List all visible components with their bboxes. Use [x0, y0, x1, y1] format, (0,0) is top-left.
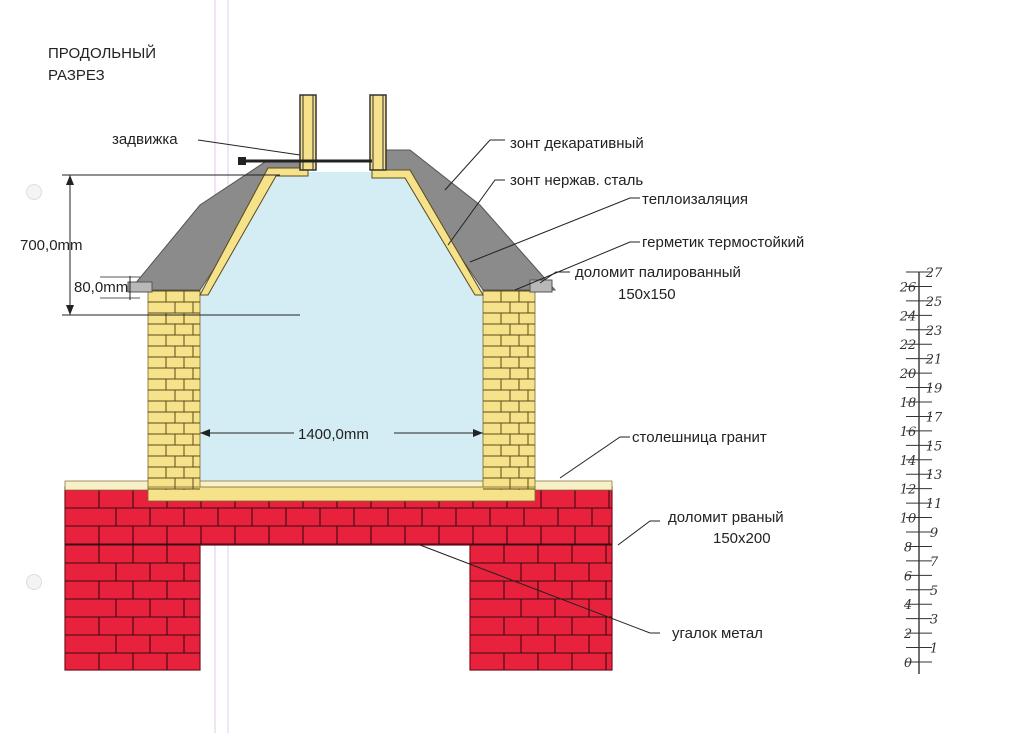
- binder-hole-bottom: [26, 574, 42, 590]
- granite-countertop-label: столешница гранит: [632, 429, 767, 446]
- height-dimension-label: 700,0mm: [20, 237, 83, 254]
- scale-number-left: 12: [900, 483, 917, 498]
- insulation-layer: [371, 169, 484, 296]
- ledge-dimension-label: 80,0mm: [74, 279, 128, 296]
- scale-number-right: 27: [925, 266, 943, 281]
- decorative-hood-label: зонт декаративный: [510, 135, 644, 152]
- scale-number-right: 11: [926, 497, 943, 512]
- yellow-brick-mortar: [148, 290, 535, 490]
- scale-number-left: 2: [903, 627, 912, 642]
- scale-number-left: 24: [899, 309, 917, 324]
- scale-number-left: 16: [900, 425, 917, 440]
- scale-number-right: 25: [925, 295, 943, 310]
- scale-number-right: 23: [925, 324, 943, 339]
- leader-lines: [197, 139, 660, 634]
- scale-number-left: 8: [904, 540, 912, 555]
- polished-dolomite-cap: [529, 279, 553, 293]
- scale-number-left: 14: [900, 454, 917, 469]
- scale-number-left: 0: [904, 656, 912, 671]
- steel-hood-label: зонт нержав. сталь: [510, 172, 643, 189]
- angle-label: угалок метал: [672, 625, 763, 642]
- chamber-interior: [200, 172, 483, 490]
- scale-number-right: 13: [926, 468, 943, 483]
- insulation-label: теплоизаляция: [642, 191, 748, 208]
- sealant-label: герметик термостойкий: [642, 234, 804, 251]
- scale-number-right: 5: [930, 584, 938, 599]
- rough-dolomite-label: доломит рваный: [668, 509, 784, 526]
- width-dimension-label: 1400,0mm: [298, 426, 369, 443]
- scale-number-right: 9: [930, 526, 938, 541]
- scale-number-left: 26: [899, 280, 917, 295]
- course-count-scale: 0246810121416182022242613579111315171921…: [899, 266, 943, 674]
- scale-number-left: 18: [900, 396, 917, 411]
- scale-number-right: 15: [926, 439, 943, 454]
- insulation-layer: [199, 167, 309, 296]
- damper-handle: [238, 157, 246, 165]
- binder-hole-top: [26, 184, 42, 200]
- title-line-1: ПРОДОЛЬНЫЙ: [48, 44, 156, 62]
- scale-number-right: 3: [930, 613, 938, 628]
- damper-label: задвижка: [112, 131, 178, 148]
- chimney-pipe-left: [299, 94, 317, 171]
- yellow-hearth-floor: [147, 486, 536, 502]
- scale-number-right: 19: [926, 382, 943, 397]
- scale-number-right: 7: [930, 555, 939, 570]
- scale-number-left: 10: [900, 512, 917, 527]
- polished-dolomite-cap: [127, 281, 153, 293]
- red-brick-base: [64, 486, 613, 671]
- polished-dolomite-label: доломит палированный: [575, 264, 741, 281]
- scale-number-left: 22: [899, 338, 917, 353]
- scale-number-left: 20: [899, 367, 917, 382]
- polished-dolomite-size: 150х150: [618, 286, 676, 303]
- scale-number-right: 21: [925, 353, 943, 368]
- scale-number-left: 6: [904, 569, 912, 584]
- rough-dolomite-size: 150х200: [713, 530, 771, 547]
- title-line-2: РАЗРЕЗ: [48, 67, 105, 84]
- scale-number-left: 4: [903, 598, 912, 613]
- scale-number-right: 17: [926, 410, 943, 425]
- chimney-pipe-right: [369, 94, 387, 171]
- scale-number-right: 1: [930, 642, 938, 657]
